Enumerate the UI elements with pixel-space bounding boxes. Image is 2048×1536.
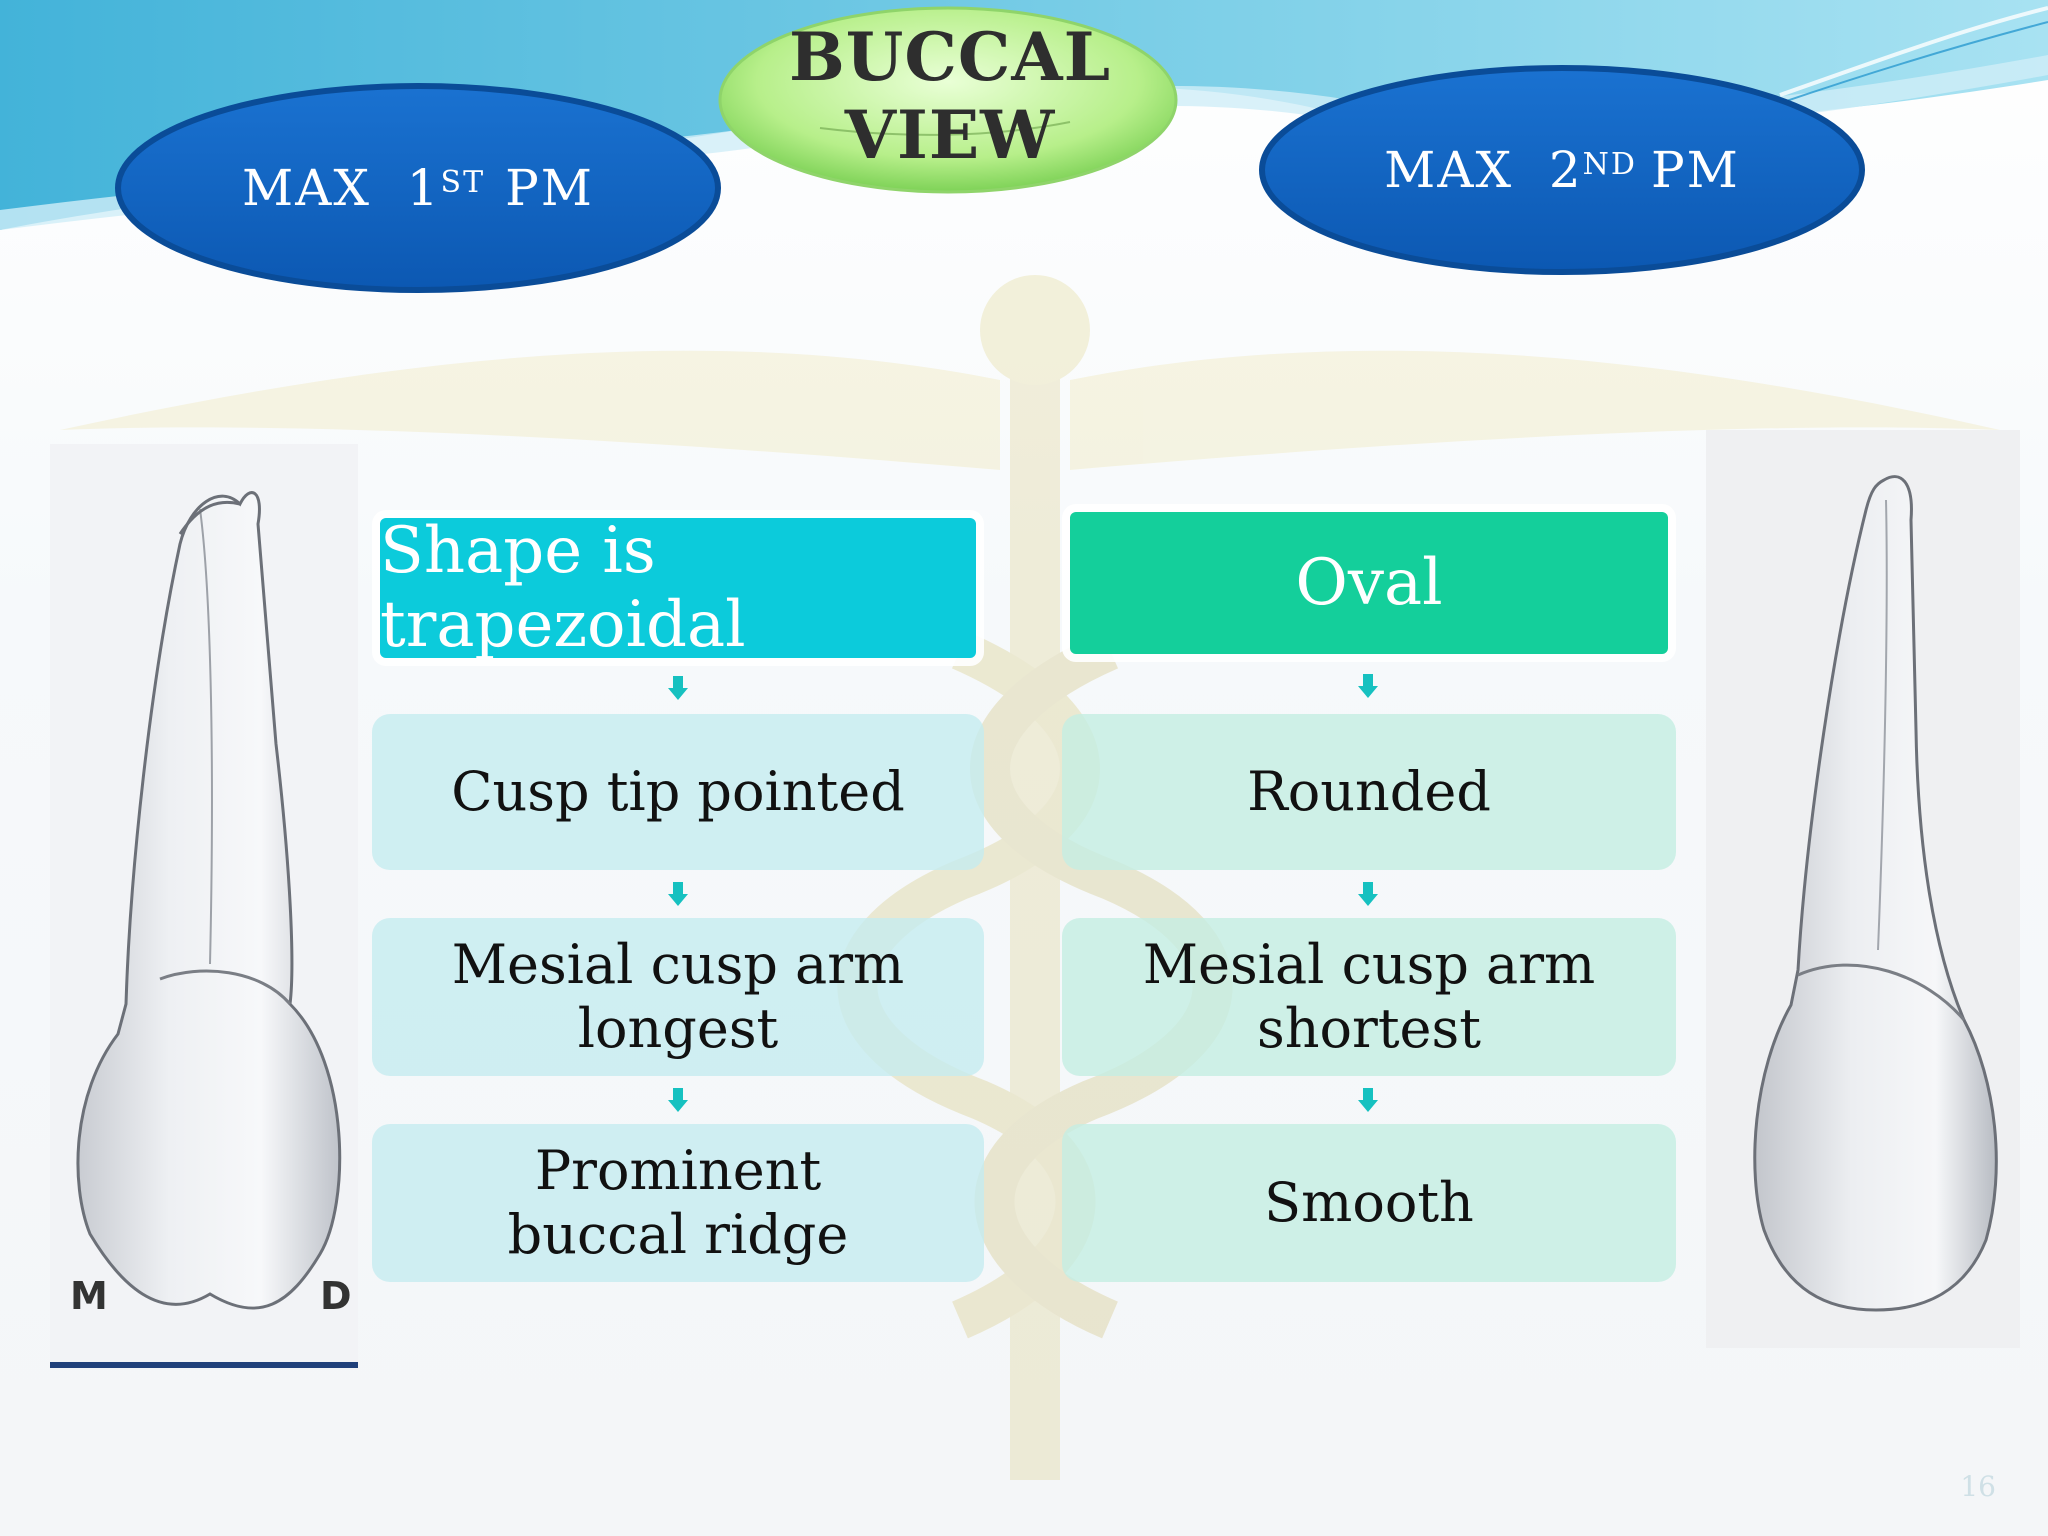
left-label-prefix: MAX 1 (242, 159, 441, 217)
right-item-2: Mesial cusp arm shortest (1062, 918, 1676, 1076)
left-item-1-text: Cusp tip pointed (451, 760, 905, 823)
title-line-2: VIEW (844, 96, 1056, 174)
left-label-suffix: PM (505, 159, 594, 217)
left-label-ellipse (115, 83, 721, 293)
arrow-down-icon (668, 676, 688, 700)
image-underline (50, 1362, 358, 1368)
right-tooth-image (1706, 430, 2020, 1348)
right-item-3: Smooth (1062, 1124, 1676, 1282)
tooth-marker-d: D (320, 1274, 352, 1318)
title-ellipse (718, 6, 1178, 194)
arrow-down-icon (668, 882, 688, 906)
right-label-prefix: MAX 2 (1384, 141, 1583, 199)
arrow-down-icon (1358, 674, 1378, 698)
right-heading-text: Oval (1295, 546, 1443, 620)
left-label-sup: ST (440, 164, 486, 200)
left-tooth-image: M D (50, 444, 358, 1370)
right-label-suffix: PM (1650, 141, 1740, 199)
top-wave (0, 0, 2048, 230)
right-item-3-text: Smooth (1264, 1171, 1474, 1234)
tooth-illustration (1753, 475, 1998, 1312)
page-number: 16 (1960, 1470, 1996, 1503)
right-item-2-text: Mesial cusp arm shortest (1142, 933, 1596, 1060)
left-item-3: Prominent buccal ridge (372, 1124, 984, 1282)
tooth-illustration (76, 491, 342, 1310)
arrow-down-icon (1358, 882, 1378, 906)
right-item-1: Rounded (1062, 714, 1676, 870)
left-heading-box: Shape is trapezoidal (380, 514, 976, 662)
title-line-1: BUCCAL (788, 18, 1111, 96)
right-item-1-text: Rounded (1247, 760, 1491, 823)
arrow-down-icon (1358, 1088, 1378, 1112)
left-item-2-text: Mesial cusp arm longest (451, 933, 905, 1060)
right-heading-box: Oval (1070, 512, 1668, 654)
right-label-ellipse (1259, 65, 1865, 275)
left-item-1: Cusp tip pointed (372, 714, 984, 870)
arrow-down-icon (668, 1088, 688, 1112)
left-item-2: Mesial cusp arm longest (372, 918, 984, 1076)
tooth-marker-m: M (70, 1274, 108, 1318)
left-heading-text: Shape is trapezoidal (380, 514, 746, 662)
left-item-3-text: Prominent buccal ridge (507, 1139, 849, 1266)
slide-title: BUCCAL VIEW (760, 18, 1140, 174)
right-label-sup: ND (1582, 146, 1637, 182)
